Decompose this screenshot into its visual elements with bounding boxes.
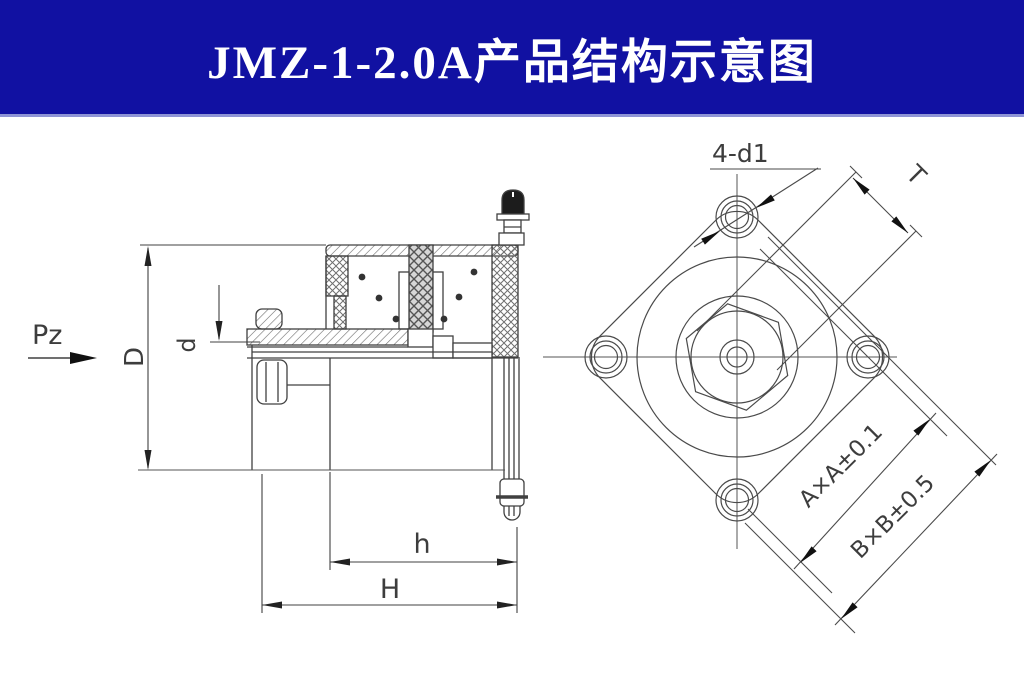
bolt-hole-right (846, 335, 890, 379)
bolt-hole-top (715, 195, 759, 239)
extension-lines (744, 236, 997, 634)
right-front-view: 4-d1 T A×A±0.1 (543, 139, 998, 634)
center-hexagon (685, 303, 789, 411)
page-title: JMZ-1-2.0A产品结构示意图 (207, 36, 817, 89)
left-wall-stem (333, 295, 347, 330)
center-elastomer-column (408, 244, 434, 333)
label-h: h (413, 529, 430, 560)
drawing-canvas: D d Pz h H (0, 117, 1024, 673)
square-flange-outline (590, 210, 884, 504)
hex-nut (256, 359, 288, 405)
housing-right-wall (491, 244, 519, 358)
rod-collar (499, 478, 525, 507)
flange-bump (255, 308, 283, 330)
label-hole-spacing: A×A±0.1 (794, 419, 888, 513)
left-sectional-view: D d Pz h H (28, 189, 530, 613)
column-side-plate-left (398, 271, 410, 330)
technical-drawing: D d Pz h H (28, 139, 998, 634)
valve-cap (501, 189, 525, 215)
flange-circles (636, 256, 838, 458)
center-hole (719, 339, 755, 375)
dimension-H (261, 474, 518, 613)
dimension-h (329, 472, 517, 570)
dimension-d (210, 285, 260, 343)
label-d: d (173, 337, 201, 352)
rod-and-tip (496, 357, 528, 521)
rod-round-tip (503, 506, 521, 521)
diaphragm-plate (246, 328, 409, 346)
pz-arrow (28, 352, 97, 364)
label-flange-size: B×B±0.5 (846, 470, 940, 564)
lower-body (251, 345, 493, 470)
dimension-B (834, 453, 998, 626)
bolt-holes (584, 195, 890, 522)
holes-callout (693, 167, 821, 248)
housing-left-wall (325, 255, 349, 297)
dimension-A (793, 412, 937, 570)
bolt-hole-bottom (715, 478, 759, 522)
label-T: T (900, 159, 933, 192)
column-side-plate-right (432, 271, 444, 330)
label-4-d1: 4-d1 (712, 139, 769, 168)
valve-stem (496, 189, 530, 246)
housing-cup (325, 244, 519, 358)
diaphragm-assembly (246, 308, 518, 359)
label-Pz: Pz (32, 320, 62, 351)
title-banner: JMZ-1-2.0A产品结构示意图 (0, 0, 1024, 117)
label-D: D (120, 347, 150, 367)
label-H: H (380, 574, 400, 605)
valve-flange (496, 213, 530, 221)
valve-base (498, 232, 525, 246)
cavity-section-dots (358, 268, 478, 323)
dimension-D (140, 244, 326, 470)
bolt-hole-left (584, 335, 628, 379)
dimension-T (696, 165, 923, 371)
